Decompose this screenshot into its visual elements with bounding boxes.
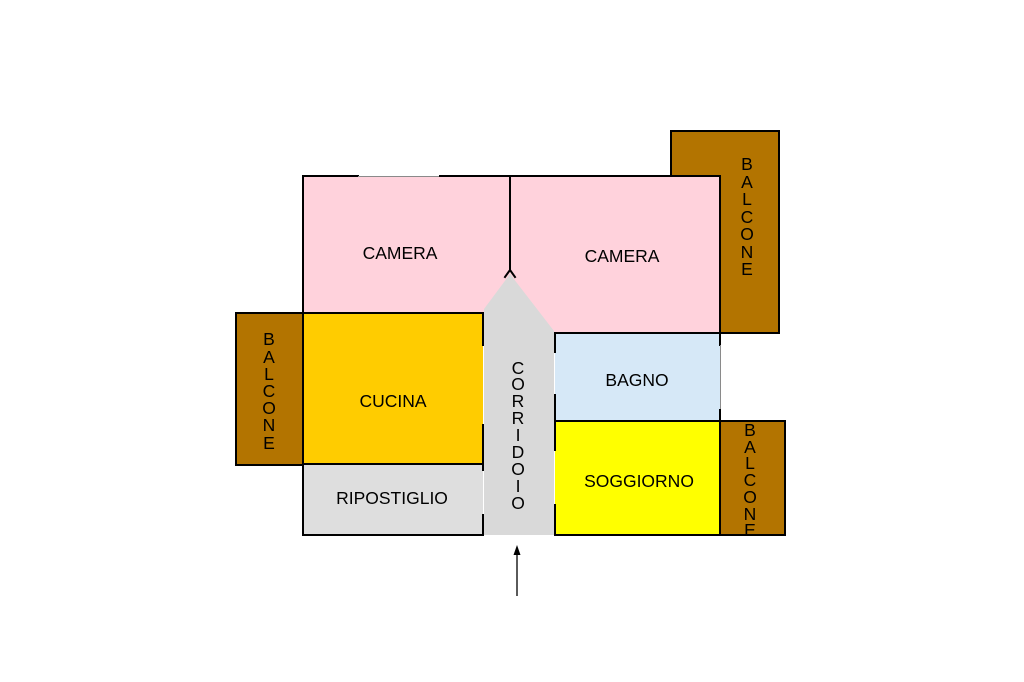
balcony-bottom-right: BALCONE <box>719 420 786 536</box>
wall-corridor-notch <box>503 268 517 279</box>
room-camera-left <box>303 176 510 313</box>
room-camera-right <box>510 176 720 333</box>
room-label-ripostiglio: RIPOSTIGLIO <box>336 488 448 508</box>
room-label-camera-left: CAMERA <box>362 243 438 263</box>
room-soggiorno <box>555 421 720 535</box>
room-label-bagno: BAGNO <box>605 370 669 390</box>
room-label-soggiorno: SOGGIORNO <box>584 471 694 491</box>
balcony-left: BALCONE <box>235 312 305 466</box>
room-ripostiglio <box>303 464 483 535</box>
room-corridoio <box>484 274 554 535</box>
room-cucina <box>303 313 483 464</box>
balcony-label: BALCONE <box>262 329 276 453</box>
room-label-camera-right: CAMERA <box>584 246 660 266</box>
room-bagno <box>555 333 720 421</box>
balcony-label: BALCONE <box>740 154 754 280</box>
room-label-cucina: CUCINA <box>359 391 427 411</box>
room-label-corridoio: CORRIDOIO <box>511 357 525 513</box>
arrow-up-icon <box>513 545 521 596</box>
balcony-label: BALCONE <box>743 420 757 536</box>
